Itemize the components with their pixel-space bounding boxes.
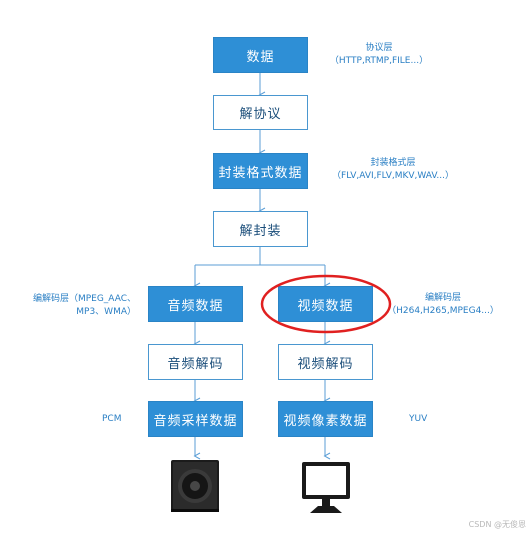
box-video-data: 视频数据 bbox=[278, 286, 373, 322]
box-deprotocol: 解协议 bbox=[213, 95, 308, 130]
yuv-label: YUV bbox=[409, 414, 428, 424]
container-layer-note: 封装格式层 （FLV,AVI,FLV,MKV,WAV...） bbox=[318, 157, 468, 183]
video-codec-examples: （H264,H265,MPEG4...） bbox=[387, 306, 499, 316]
box-video-decode: 视频解码 bbox=[278, 344, 373, 380]
protocol-layer-note: 协议层 （HTTP,RTMP,FILE...） bbox=[320, 42, 438, 68]
monitor-icon bbox=[302, 462, 350, 513]
audio-codec-line2: MP3、WMA） bbox=[76, 307, 136, 317]
box-container-data: 封装格式数据 bbox=[213, 153, 308, 189]
video-codec-note: 编解码层 （H264,H265,MPEG4...） bbox=[384, 292, 502, 318]
video-codec-label: 编解码层 bbox=[424, 293, 461, 303]
protocol-layer-examples: （HTTP,RTMP,FILE...） bbox=[329, 56, 429, 66]
pcm-label: PCM bbox=[102, 414, 122, 424]
box-video-pixel: 视频像素数据 bbox=[278, 401, 373, 437]
box-audio-sample: 音频采样数据 bbox=[148, 401, 243, 437]
container-layer-label: 封装格式层 bbox=[370, 158, 416, 168]
box-data: 数据 bbox=[213, 37, 308, 73]
box-audio-data: 音频数据 bbox=[148, 286, 243, 322]
audio-codec-note: 编解码层（MPEG_AAC、 MP3、WMA） bbox=[2, 293, 136, 319]
highlight-ellipse bbox=[260, 274, 392, 334]
box-demux: 解封装 bbox=[213, 211, 308, 247]
watermark: CSDN @无俊恩 bbox=[468, 520, 526, 529]
protocol-layer-label: 协议层 bbox=[365, 43, 393, 53]
container-layer-examples: （FLV,AVI,FLV,MKV,WAV...） bbox=[332, 171, 454, 181]
audio-codec-line1: 编解码层（MPEG_AAC、 bbox=[32, 294, 136, 304]
box-audio-decode: 音频解码 bbox=[148, 344, 243, 380]
speaker-icon bbox=[171, 460, 219, 512]
